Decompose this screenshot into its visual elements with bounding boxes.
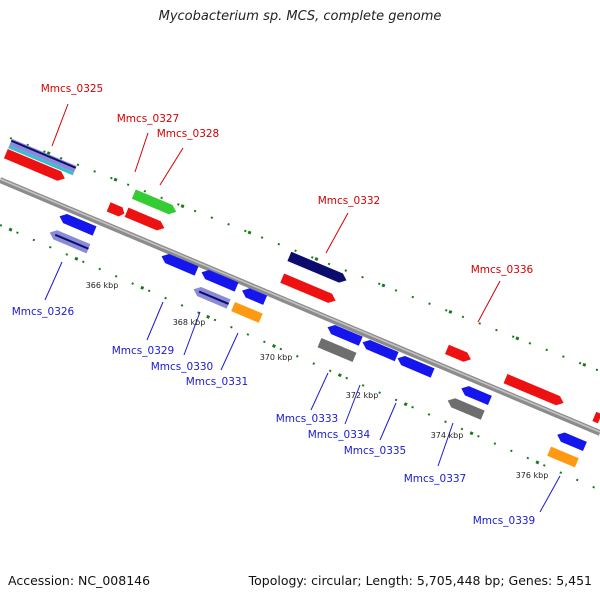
gene-mmcs-0337b[interactable] (459, 384, 492, 406)
genome-summary-text: Topology: circular; Length: 5,705,448 bp… (248, 573, 592, 588)
gene-label-mmcs-0337[interactable]: Mmcs_0337 (404, 473, 467, 485)
leader-line (437, 422, 454, 467)
inner-tick-track (0, 223, 600, 492)
gene-label-mmcs-0331[interactable]: Mmcs_0331 (186, 376, 249, 388)
gene-label-mmcs-0325[interactable]: Mmcs_0325 (41, 83, 104, 95)
leader-line (379, 402, 397, 441)
leader-line (134, 132, 149, 173)
gene-mmcs-0335[interactable] (396, 354, 435, 378)
outer-tick-track (9, 136, 600, 373)
leader-line (325, 212, 349, 254)
gene-label-mmcs-0326[interactable]: Mmcs_0326 (12, 306, 75, 318)
leader-line (344, 384, 361, 425)
gene-mmcs-0327[interactable] (106, 202, 127, 218)
gene-mmcs-0331[interactable] (231, 301, 263, 323)
gene-mmcs-0328b[interactable] (124, 207, 167, 233)
scale-label-366: 366 kbp (86, 281, 119, 290)
gene-label-mmcs-0330[interactable]: Mmcs_0330 (151, 361, 214, 373)
genome-backbone (0, 177, 600, 436)
gene-mmcs-0331b[interactable] (240, 286, 268, 305)
scale-label-374: 374 kbp (431, 431, 464, 440)
gene-mmcs-0332[interactable] (287, 251, 348, 285)
gene-label-mmcs-0334[interactable]: Mmcs_0334 (308, 429, 371, 441)
gene-mmcs-0325[interactable] (3, 138, 77, 185)
gene-mmcs-0329[interactable] (160, 252, 199, 276)
gene-mmcs-0328[interactable] (131, 189, 178, 216)
leader-line (310, 372, 329, 411)
map-title: Mycobacterium sp. MCS, complete genome (158, 9, 442, 24)
gene-label-mmcs-0336[interactable]: Mmcs_0336 (471, 264, 534, 276)
gene-mmcs-0329b[interactable] (200, 268, 239, 292)
gene-mmcs-0332b[interactable] (280, 273, 337, 306)
gene-mmcs-0339[interactable] (547, 446, 579, 468)
scale-label-376: 376 kbp (516, 471, 549, 480)
scale-label-370: 370 kbp (260, 353, 293, 362)
leader-line (183, 311, 201, 356)
gene-mmcs-0333[interactable] (317, 338, 357, 362)
gene-mmcs-0339b[interactable] (555, 430, 587, 452)
gene-mmcs-0326[interactable] (58, 212, 97, 236)
gene-label-mmcs-0333[interactable]: Mmcs_0333 (276, 413, 339, 425)
gene-label-mmcs-0332[interactable]: Mmcs_0332 (318, 195, 381, 207)
leader-line (477, 280, 501, 323)
leader-line (51, 103, 69, 147)
gene-mmcs-0333b[interactable] (326, 323, 363, 346)
gene-mmcs-0336[interactable] (445, 344, 473, 364)
gene-mmcs-0326b[interactable] (48, 228, 91, 254)
gene-mmcs-0330[interactable] (192, 285, 231, 309)
gene-mmcs-0334[interactable] (361, 338, 399, 362)
gene-label-mmcs-0329[interactable]: Mmcs_0329 (112, 345, 175, 357)
gene-mmcs-0338[interactable] (503, 373, 566, 408)
gene-label-mmcs-0328[interactable]: Mmcs_0328 (157, 128, 220, 140)
gene-edge-forward[interactable] (592, 411, 600, 424)
gene-mmcs-0337[interactable] (446, 396, 485, 420)
scale-label-372: 372 kbp (346, 391, 379, 400)
leader-line (44, 261, 63, 301)
leader-line (539, 475, 561, 513)
leader-line (159, 147, 184, 186)
gene-label-mmcs-0335[interactable]: Mmcs_0335 (344, 445, 407, 457)
leader-line (146, 301, 164, 341)
gene-label-mmcs-0327[interactable]: Mmcs_0327 (117, 113, 180, 125)
leader-line (220, 332, 239, 371)
scale-label-368: 368 kbp (173, 318, 206, 327)
accession-text: Accession: NC_008146 (8, 573, 151, 588)
gene-label-mmcs-0339[interactable]: Mmcs_0339 (473, 515, 536, 527)
